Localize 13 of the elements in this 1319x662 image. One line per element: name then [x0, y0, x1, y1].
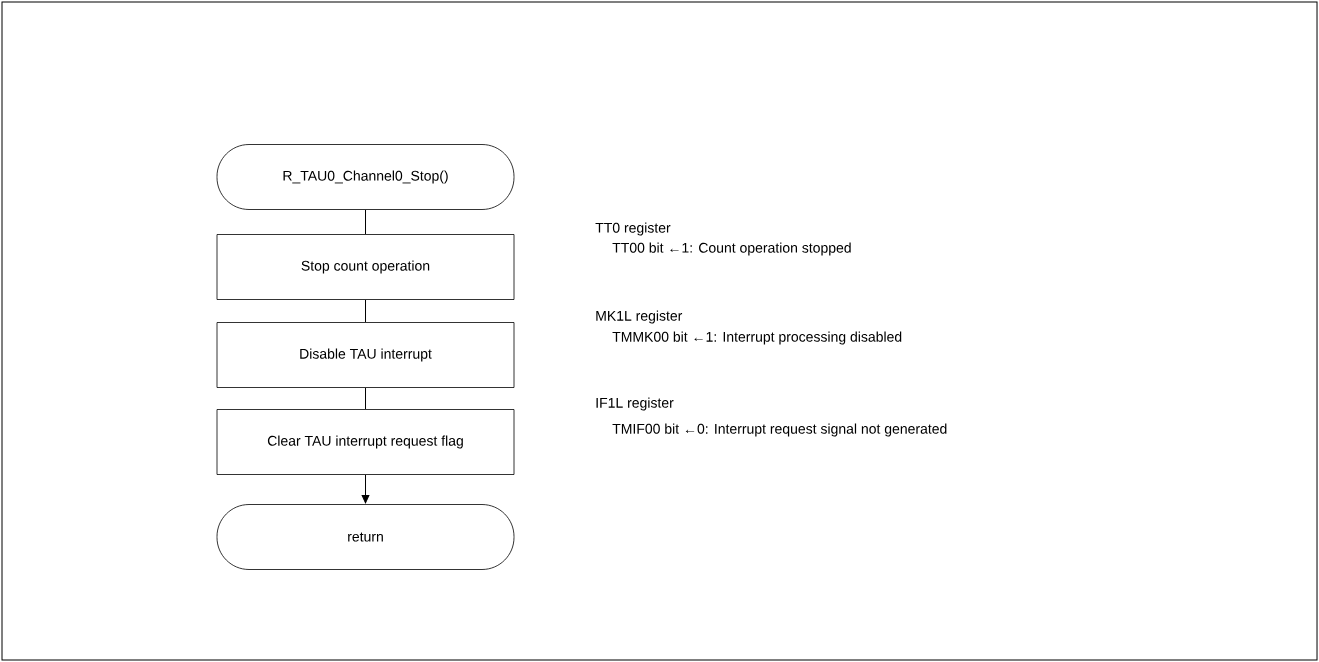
annotation-text: IF1L register — [596, 397, 674, 411]
process-box: Disable TAU interrupt — [216, 322, 515, 388]
connector-line — [365, 299, 366, 323]
process-box: Stop count operation — [216, 234, 515, 300]
connector-line — [365, 387, 366, 410]
annotation-text: MK1L register — [596, 310, 683, 324]
annotation-text: TMMK00 bit ←1: Interrupt processing disabled — [612, 331, 902, 345]
annotation-text: TMIF00 bit ←0: Interrupt request signal not generated — [612, 423, 947, 437]
connector-line — [365, 209, 366, 235]
annotation-text: TT0 register — [595, 222, 671, 236]
annotation-text: TT00 bit ←1: Count operation stopped — [612, 242, 851, 256]
arrow — [361, 474, 370, 504]
process-box: Clear TAU interrupt request flag — [216, 409, 515, 475]
